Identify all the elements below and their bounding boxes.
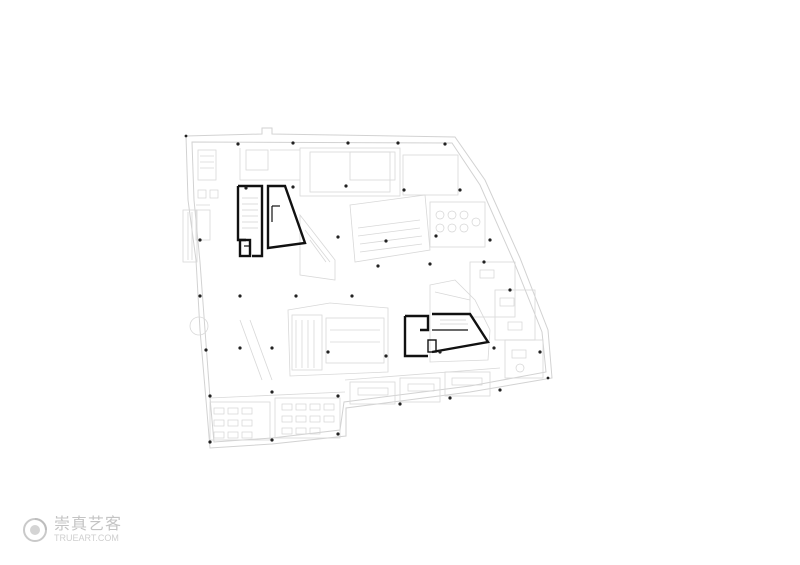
structural-columns [184, 134, 550, 444]
core-northwest-right [266, 184, 307, 250]
interior-partitions [182, 147, 544, 441]
core-southeast [403, 312, 490, 358]
trueart-logo-icon [23, 517, 47, 542]
reading-tables-south [281, 403, 335, 435]
watermark-brand-cn: 崇真艺客 [54, 514, 123, 533]
tables-east [479, 269, 527, 373]
core-northwest-left [236, 184, 264, 258]
furniture [197, 189, 527, 439]
meeting-tables-corridor [357, 377, 483, 396]
watermark-brand-en: TRUEART.COM [54, 533, 119, 543]
round-tables-northeast [435, 210, 481, 233]
watermark: 崇真艺客 TRUEART.COM [22, 516, 122, 543]
reading-tables-southwest [213, 407, 253, 439]
tables-northwest [197, 189, 219, 199]
building-outline [185, 127, 553, 449]
core-stair-hatching [242, 197, 468, 325]
structural-cores [236, 184, 490, 358]
